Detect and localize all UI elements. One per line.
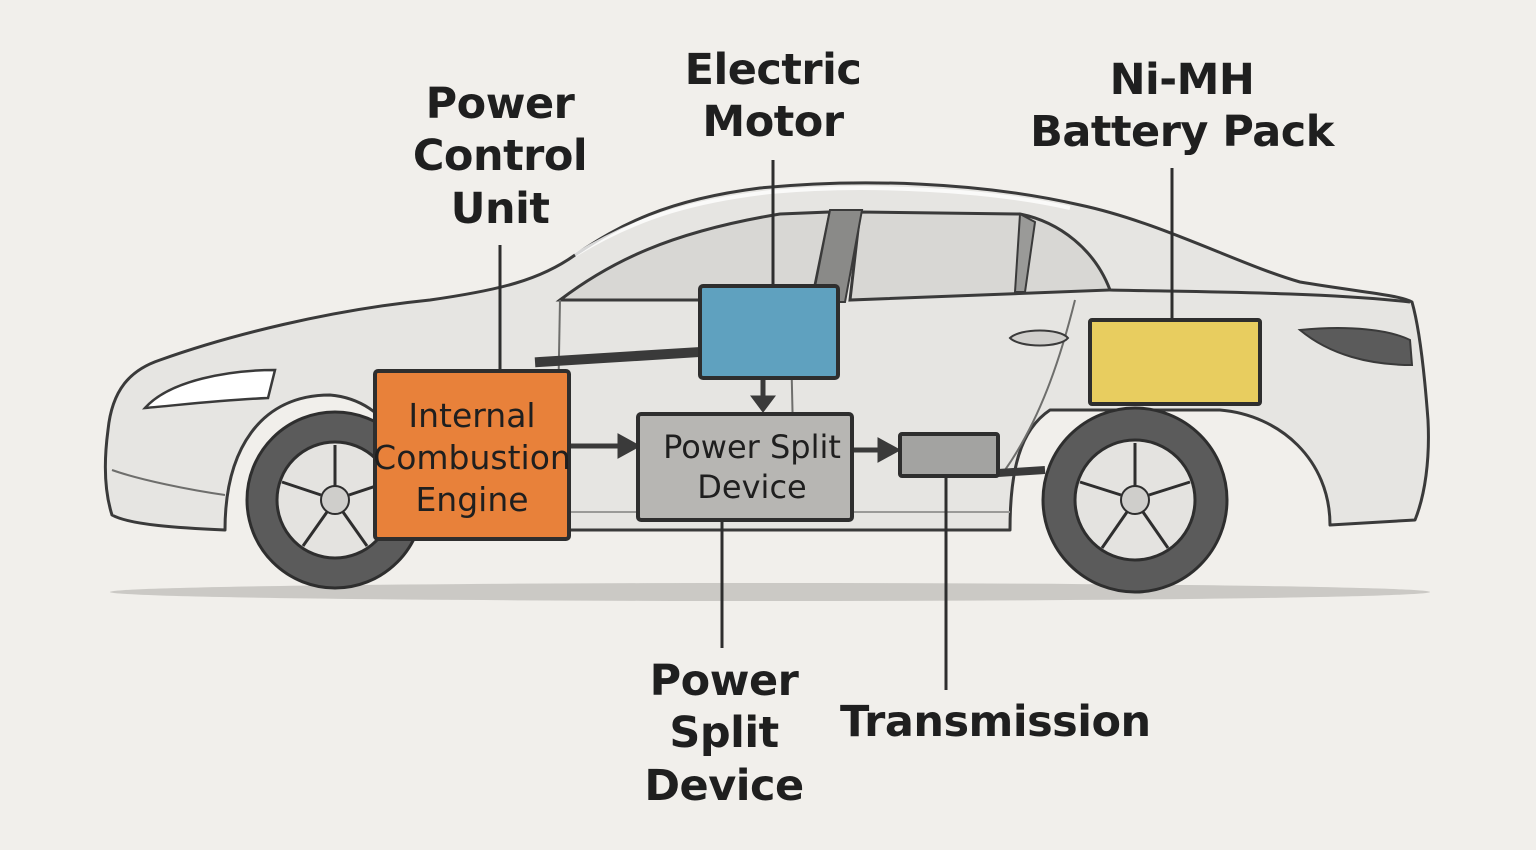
door-seam-rear xyxy=(1004,299,1076,471)
power-split-label-line2: Device xyxy=(697,468,806,506)
arrow-engine-to-split-head xyxy=(617,433,642,459)
front-window xyxy=(555,210,832,302)
engine-label-line1: Internal xyxy=(408,396,535,435)
electric-motor-box xyxy=(698,284,840,380)
headlight-icon xyxy=(141,368,277,410)
label-power-split-device: Power Split Device xyxy=(644,656,804,811)
taillight-icon xyxy=(1297,327,1414,367)
door-handle-icon xyxy=(1008,329,1070,347)
c-pillar xyxy=(1013,212,1037,293)
battery-pack-box xyxy=(1088,318,1262,406)
power-split-device-box xyxy=(636,412,854,522)
drive-shaft xyxy=(997,466,1046,477)
internal-combustion-engine-box xyxy=(373,369,571,541)
rear-wheel xyxy=(1041,406,1229,594)
engine-label-line3: Engine xyxy=(415,480,528,519)
ground-shadow xyxy=(110,583,1430,601)
trunk-line xyxy=(1109,288,1411,304)
label-battery-pack: Ni-MH Battery Pack xyxy=(1030,55,1334,158)
power-split-label-line1: Power Split xyxy=(663,428,841,466)
label-transmission: Transmission xyxy=(840,697,1151,747)
engine-label-line2: Combustion xyxy=(373,438,571,477)
arrow-motor-to-split-head xyxy=(750,395,776,413)
front-bumper xyxy=(111,469,226,496)
label-electric-motor: Electric Motor xyxy=(684,45,862,148)
label-power-control-unit: Power Control Unit xyxy=(412,79,588,234)
pcu-connector xyxy=(534,346,706,368)
roof-line xyxy=(573,186,1071,257)
arrow-split-to-transmission-head xyxy=(877,437,902,463)
b-pillar xyxy=(810,209,864,303)
transmission-box xyxy=(898,432,1000,478)
rear-window xyxy=(848,210,1113,302)
